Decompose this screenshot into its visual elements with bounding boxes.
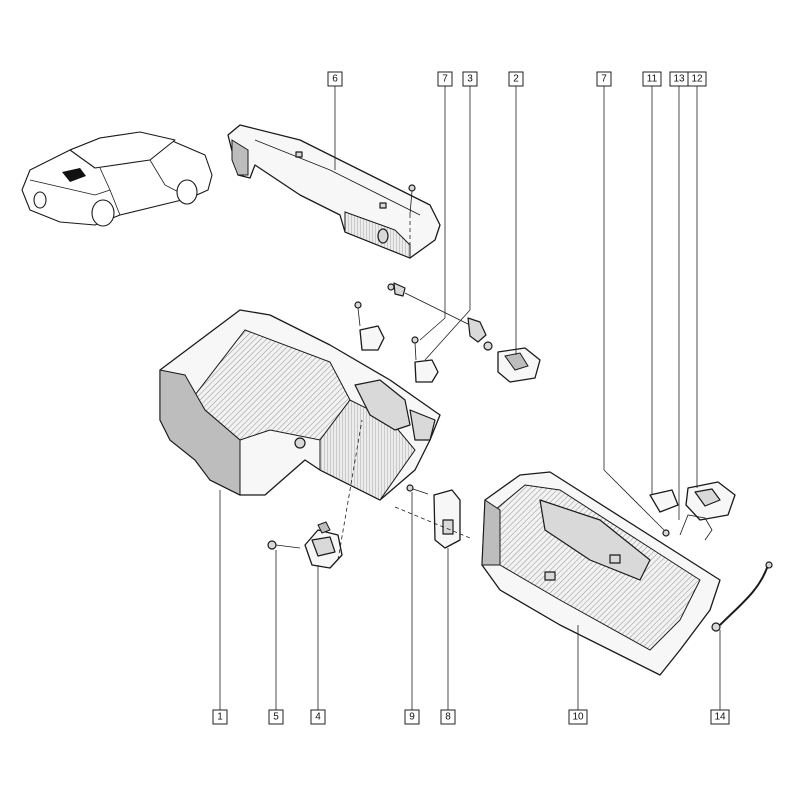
part-1-glovebox-housing: [159, 309, 441, 501]
part-10-glovebox-lid: [481, 471, 721, 676]
callout-13-label: 13: [673, 74, 685, 85]
callout-8: 8: [440, 709, 456, 725]
callout-7-upper-left: 7: [437, 71, 453, 87]
part-11-switch: [649, 489, 679, 537]
callout-10-label: 10: [572, 712, 584, 723]
callout-2: 2: [508, 71, 524, 87]
callout-6-label: 6: [332, 74, 338, 85]
clip-lower: [411, 336, 439, 383]
part-14-wiring-lead: [711, 561, 773, 632]
part-4-latch: [304, 521, 343, 569]
callout-7b-label: 7: [601, 74, 607, 85]
callout-3-label: 3: [467, 74, 473, 85]
callout-1-label: 1: [217, 712, 223, 723]
part-2-lock-handle: [497, 347, 541, 383]
callout-2-label: 2: [513, 74, 519, 85]
callout-13: 13: [669, 71, 689, 87]
screw-upper: [408, 184, 416, 258]
clip-upper: [354, 301, 385, 351]
part-9-screw: [406, 484, 429, 495]
callout-4: 4: [310, 709, 326, 725]
callout-10: 10: [568, 709, 588, 725]
callout-1: 1: [212, 709, 228, 725]
callout-14: 14: [710, 709, 730, 725]
part-8-striker-plate: [433, 489, 461, 549]
callout-3: 3: [462, 71, 478, 87]
callout-7-upper-right: 7: [596, 71, 612, 87]
callout-7a-label: 7: [442, 74, 448, 85]
callout-11-label: 11: [647, 74, 658, 85]
glovebox-location-marker: [62, 168, 86, 182]
callout-12-label: 12: [691, 74, 703, 85]
leader-lines: [219, 86, 721, 710]
part-3-cable-rod: [387, 282, 493, 351]
callout-4-label: 4: [315, 712, 321, 723]
callout-6: 6: [327, 71, 343, 87]
part-13-bracket: [679, 514, 713, 541]
callout-8-label: 8: [445, 712, 451, 723]
callout-11: 11: [642, 71, 662, 87]
callout-9: 9: [404, 709, 420, 725]
car-location-thumbnail: [21, 131, 213, 227]
callout-14-label: 14: [714, 712, 726, 723]
part-6-upper-panel: [227, 124, 441, 259]
callout-5: 5: [268, 709, 284, 725]
callout-5-label: 5: [273, 712, 279, 723]
callout-9-label: 9: [409, 712, 415, 723]
part-12-lamp-housing: [685, 481, 736, 521]
callout-12: 12: [687, 71, 707, 87]
part-5-screw: [267, 540, 301, 550]
